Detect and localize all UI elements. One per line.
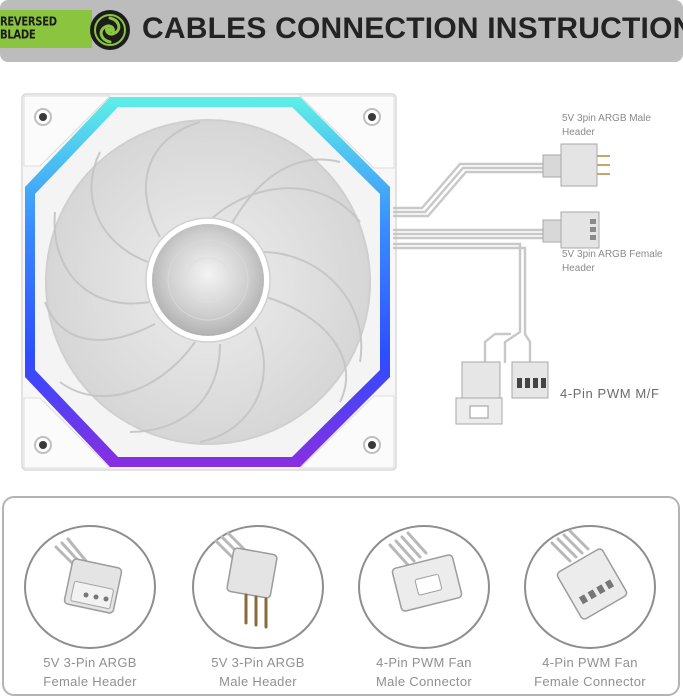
page-title: CABLES CONNECTION INSTRUCTIONS [142,12,683,45]
connector-caption-line1: 5V 3-Pin ARGB [43,655,137,670]
connector-caption-line2: Female Header [43,674,137,689]
argb-male-label-line1: 5V 3pin ARGB Male [562,113,651,124]
argb-male-label: 5V 3pin ARGB Male Header [562,112,651,140]
argb-male-cable-connector [542,143,610,187]
argb-female-label: 5V 3pin ARGB Female Header [562,248,663,276]
argb-female-cable-connector [542,211,600,249]
connector-caption: 5V 3-Pin ARGB Male Header [184,653,332,691]
pwm-male-cable-connector [455,361,503,425]
screw-hole-icon [34,108,381,454]
pwm-female-connector-icon [524,525,656,649]
connector-caption: 4-Pin PWM Fan Male Connector [350,653,498,691]
fan-diagram: 5V 3pin ARGB Male Header 5V 3pin ARGB Fe… [0,62,683,492]
fan-illustration [21,93,610,471]
connector-caption: 5V 3-Pin ARGB Female Header [16,653,164,691]
connector-pwm-male: 4-Pin PWM Fan Male Connector [350,525,498,695]
connector-caption: 4-Pin PWM Fan Female Connector [516,653,664,691]
pwm-female-cable-connector [511,361,549,399]
connector-argb-female: 5V 3-Pin ARGB Female Header [16,525,164,695]
argb-male-label-line2: Header [562,127,595,138]
pwm-label: 4-Pin PWM M/F [560,386,660,401]
brand-swirl-icon [90,10,130,50]
argb-male-header-icon [192,525,324,649]
brand-logo: REVERSED BLADE [0,10,92,48]
connector-caption-line2: Male Connector [376,674,472,689]
argb-female-label-line2: Header [562,263,595,274]
argb-female-label-line1: 5V 3pin ARGB Female [562,249,663,260]
connector-caption-line1: 5V 3-Pin ARGB [211,655,305,670]
connector-pwm-female: 4-Pin PWM Fan Female Connector [516,525,664,695]
title-banner: REVERSED BLADE CABLES CONNECTION INSTRUC… [0,0,683,62]
connector-argb-male: 5V 3-Pin ARGB Male Header [184,525,332,695]
connector-caption-line2: Female Connector [534,674,646,689]
argb-female-header-icon [24,525,156,649]
connector-caption-line2: Male Header [219,674,297,689]
brand-logo-text: REVERSED BLADE [0,15,57,43]
connector-caption-line1: 4-Pin PWM Fan [376,655,472,670]
pwm-male-connector-icon [358,525,490,649]
connector-caption-line1: 4-Pin PWM Fan [542,655,638,670]
